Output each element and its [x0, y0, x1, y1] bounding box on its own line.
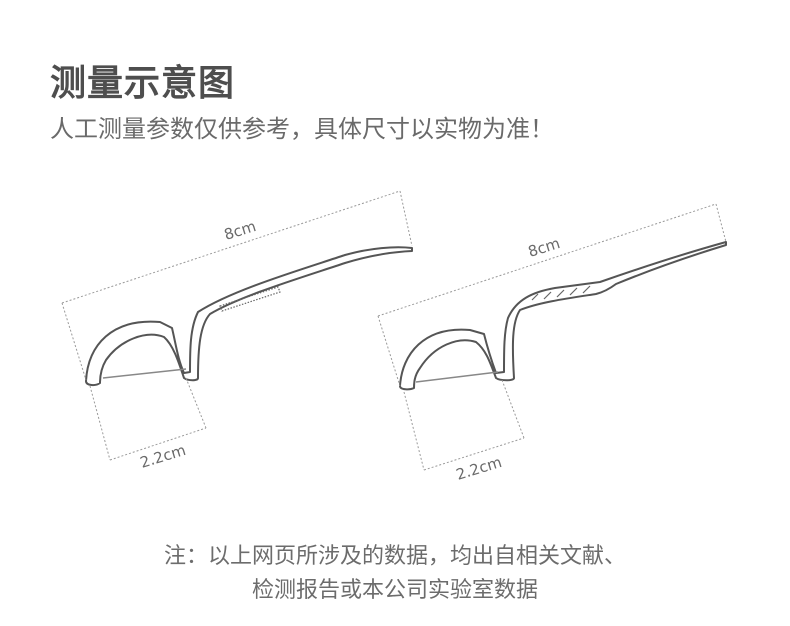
right-length-ext-1	[377, 315, 401, 387]
page-title: 测量示意图	[50, 63, 236, 104]
left-pick-outline	[85, 246, 413, 387]
left-floss-string	[102, 368, 187, 379]
right-width-dim-line	[423, 437, 525, 471]
right-width-ext-1	[403, 391, 425, 471]
left-width-label: 2.2cm	[138, 441, 188, 472]
left-width-ext-2	[185, 377, 207, 429]
left-length-dim-line	[61, 190, 401, 304]
left-width-ext-1	[89, 385, 111, 461]
footer-note-line-2: 检测报告或本公司实验室数据	[251, 578, 538, 603]
left-floss-pick: 8cm 2.2cm	[61, 190, 413, 472]
right-length-dim-line	[377, 203, 717, 317]
right-length-ext-2	[715, 203, 727, 243]
right-floss-string	[415, 371, 499, 383]
footer-note: 注：以上网页所涉及的数据，均出自相关文献、 检测报告或本公司实验室数据	[0, 540, 790, 608]
footer-note-line-1: 注：以上网页所涉及的数据，均出自相关文献、	[163, 544, 626, 569]
right-pick-outline	[399, 241, 727, 391]
right-width-label: 2.2cm	[454, 453, 504, 484]
right-floss-pick: 8cm 2.2cm	[377, 203, 727, 484]
left-pick-grip	[219, 286, 281, 312]
left-length-ext-1	[61, 302, 87, 381]
left-length-ext-2	[399, 190, 413, 247]
right-width-ext-2	[501, 379, 525, 439]
page-subtitle: 人工测量参数仅供参考，具体尺寸以实物为准！	[50, 115, 554, 143]
left-width-dim-line	[109, 427, 207, 461]
right-pick-grip	[531, 285, 591, 301]
